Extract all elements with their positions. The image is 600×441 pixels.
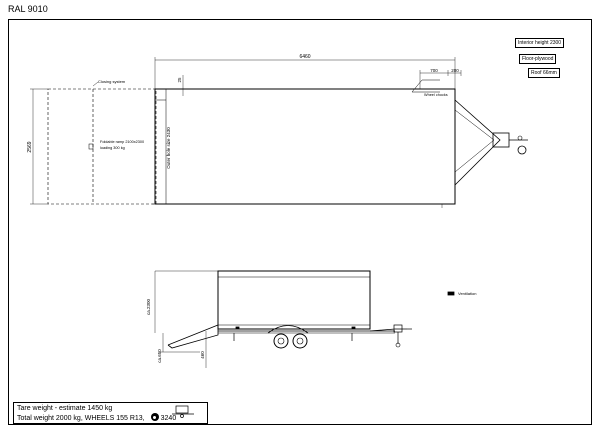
interior-height-spec: Interior height 2300	[515, 38, 565, 48]
floor-height-label: ca.650	[157, 349, 162, 363]
floor-spec: Floor-plywood	[519, 54, 557, 64]
tare-weight: Tare weight - estimate 1450 kg	[17, 405, 113, 412]
ventilation-label: Ventilation	[458, 291, 476, 296]
wheel-2	[292, 333, 308, 349]
length-label: 6460	[299, 54, 310, 60]
width-label: 2569	[27, 141, 33, 152]
height-label: ca.2300	[146, 298, 151, 315]
ramp-label-2: loading 300 kg	[100, 146, 125, 150]
ramp-outline	[47, 88, 157, 205]
ramp-label-1: Foldable ramp 2100x2300	[100, 140, 144, 144]
hole-size-label: Outer hole size 2430	[166, 127, 171, 169]
wheel-chocks-label: Wheel chocks	[424, 93, 448, 97]
dim-200-label: 200	[451, 68, 459, 73]
drawing-title: RAL 9010	[8, 4, 48, 14]
trailer-body-top	[154, 88, 456, 205]
drawbar-height-label: 460	[200, 351, 205, 359]
total-weight-line: Total weight 2000 kg, WHEELS 155 R13, 324…	[17, 413, 204, 423]
total-weight: Total weight 2000 kg, WHEELS 155 R13,	[17, 415, 145, 422]
wheel-icon	[150, 413, 159, 421]
closing-system-label: Closing system	[98, 79, 126, 84]
dim-25-label: 25	[177, 77, 182, 83]
trailer-body-side	[217, 270, 371, 330]
roof-spec: Roof 66mm	[528, 68, 560, 78]
dim-700-label: 700	[430, 68, 438, 73]
drawing-frame	[8, 19, 592, 425]
info-box: Tare weight - estimate 1450 kg Total wei…	[13, 402, 208, 424]
top-view	[30, 57, 528, 208]
drawbar-top	[454, 99, 501, 186]
wheel-value: 3240	[160, 415, 177, 422]
side-view	[154, 270, 455, 368]
ramp-side	[167, 324, 219, 349]
wheel-1	[273, 333, 289, 349]
